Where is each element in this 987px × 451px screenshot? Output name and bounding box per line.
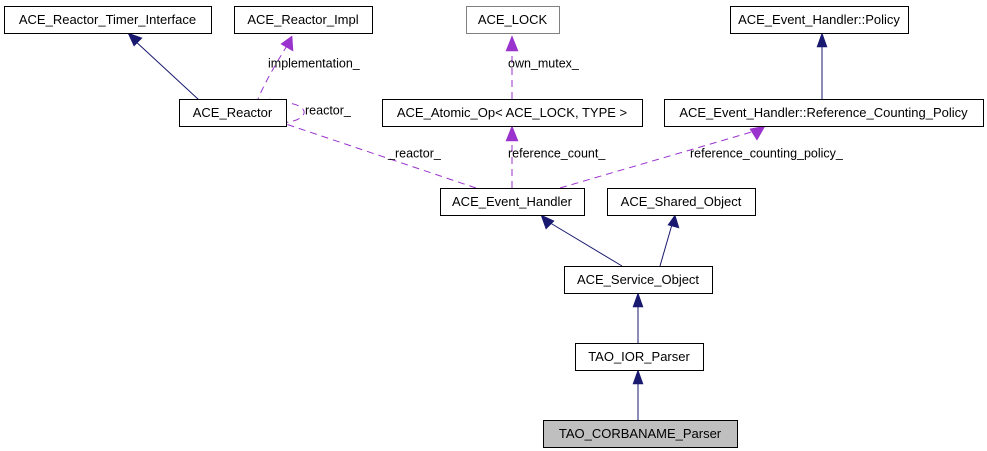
class-node-box[interactable] bbox=[440, 188, 585, 216]
inheritance-arrowhead-icon bbox=[632, 369, 644, 385]
association-edge bbox=[559, 125, 766, 189]
edge-labels-layer: implementation_ reactor_ _reactor_ own_mute… bbox=[268, 56, 844, 160]
class-node-box[interactable] bbox=[234, 6, 373, 34]
inheritance-edge-line bbox=[659, 220, 674, 267]
association-edge-label: reference_count_ bbox=[508, 146, 606, 160]
inheritance-edge bbox=[816, 32, 828, 99]
class-node-label: ACE_Reactor_Impl bbox=[247, 12, 358, 27]
class-node-box[interactable] bbox=[575, 343, 704, 371]
class-node-box[interactable] bbox=[382, 99, 643, 127]
inheritance-arrowhead-icon bbox=[127, 32, 143, 47]
association-edge-label: _reactor_ bbox=[387, 146, 442, 160]
class-node-label: TAO_CORBANAME_Parser bbox=[559, 426, 722, 441]
inheritance-edge bbox=[540, 214, 623, 267]
class-node-box[interactable] bbox=[543, 420, 738, 448]
inheritance-arrowhead-icon bbox=[540, 214, 555, 230]
class-node-box[interactable] bbox=[730, 6, 909, 34]
class-node-box[interactable] bbox=[607, 188, 756, 216]
association-arrowhead-icon bbox=[505, 125, 519, 142]
class-node-label: TAO_IOR_Parser bbox=[588, 349, 690, 364]
association-edge-line bbox=[559, 130, 756, 189]
class-node-ace_atomic_op[interactable]: ACE_Atomic_Op< ACE_LOCK, TYPE > bbox=[382, 99, 643, 127]
class-node-box[interactable] bbox=[4, 6, 212, 34]
class-node-ace_shared_object[interactable]: ACE_Shared_Object bbox=[607, 188, 756, 216]
class-node-ace_event_handler_refcount_policy[interactable]: ACE_Event_Handler::Reference_Counting_Po… bbox=[664, 99, 984, 127]
association-arrowhead-icon bbox=[505, 35, 519, 52]
inheritance-edge-line bbox=[546, 220, 623, 267]
association-edge bbox=[505, 125, 519, 188]
association-arrowhead-icon bbox=[749, 125, 766, 141]
inheritance-edge bbox=[632, 292, 644, 343]
class-node-label: ACE_Service_Object bbox=[577, 272, 699, 287]
association-edge-label: own_mutex_ bbox=[508, 56, 580, 70]
class-node-label: ACE_Atomic_Op< ACE_LOCK, TYPE > bbox=[397, 105, 627, 120]
class-node-box[interactable] bbox=[466, 6, 560, 34]
inheritance-arrowhead-icon bbox=[816, 32, 828, 48]
inheritance-edge bbox=[659, 214, 680, 267]
class-node-ace_event_handler_policy[interactable]: ACE_Event_Handler::Policy bbox=[730, 6, 909, 34]
inheritance-edges-layer bbox=[127, 32, 828, 420]
class-node-label: ACE_Reactor_Timer_Interface bbox=[19, 12, 196, 27]
inheritance-edge bbox=[632, 369, 644, 420]
inheritance-arrowhead-icon bbox=[632, 292, 644, 308]
class-node-label: ACE_Event_Handler::Reference_Counting_Po… bbox=[679, 105, 968, 120]
association-edge-label: reference_counting_policy_ bbox=[690, 146, 844, 160]
class-node-ace_reactor_timer_interface[interactable]: ACE_Reactor_Timer_Interface bbox=[4, 6, 212, 34]
class-node-box[interactable] bbox=[564, 266, 713, 294]
class-node-tao_corbaname_parser[interactable]: TAO_CORBANAME_Parser bbox=[543, 420, 738, 448]
class-node-ace_service_object[interactable]: ACE_Service_Object bbox=[564, 266, 713, 294]
inheritance-arrowhead-icon bbox=[667, 214, 680, 229]
class-node-box[interactable] bbox=[179, 99, 287, 127]
class-node-ace_event_handler[interactable]: ACE_Event_Handler bbox=[440, 188, 585, 216]
association-edge bbox=[505, 35, 519, 99]
class-node-label: ACE_LOCK bbox=[478, 12, 548, 27]
association-arrowhead-icon bbox=[280, 35, 294, 52]
class-node-ace_reactor_impl[interactable]: ACE_Reactor_Impl bbox=[234, 6, 373, 34]
association-edge-line bbox=[273, 119, 477, 189]
class-node-label: ACE_Reactor bbox=[193, 105, 273, 120]
class-node-label: ACE_Event_Handler::Policy bbox=[738, 12, 900, 27]
class-node-label: ACE_Event_Handler bbox=[452, 194, 573, 209]
class-node-tao_ior_parser[interactable]: TAO_IOR_Parser bbox=[575, 343, 704, 371]
class-node-ace_lock[interactable]: ACE_LOCK bbox=[466, 6, 560, 34]
class-node-box[interactable] bbox=[664, 99, 984, 127]
association-edge-label: implementation_ bbox=[268, 56, 361, 70]
association-edge-label: reactor_ bbox=[305, 103, 352, 117]
class-node-ace_reactor[interactable]: ACE_Reactor bbox=[179, 99, 287, 127]
class-node-label: ACE_Shared_Object bbox=[621, 194, 742, 209]
class-nodes-layer: ACE_Reactor_Timer_Interface ACE_Reactor_I… bbox=[4, 6, 984, 448]
association-edge-line bbox=[255, 43, 289, 105]
